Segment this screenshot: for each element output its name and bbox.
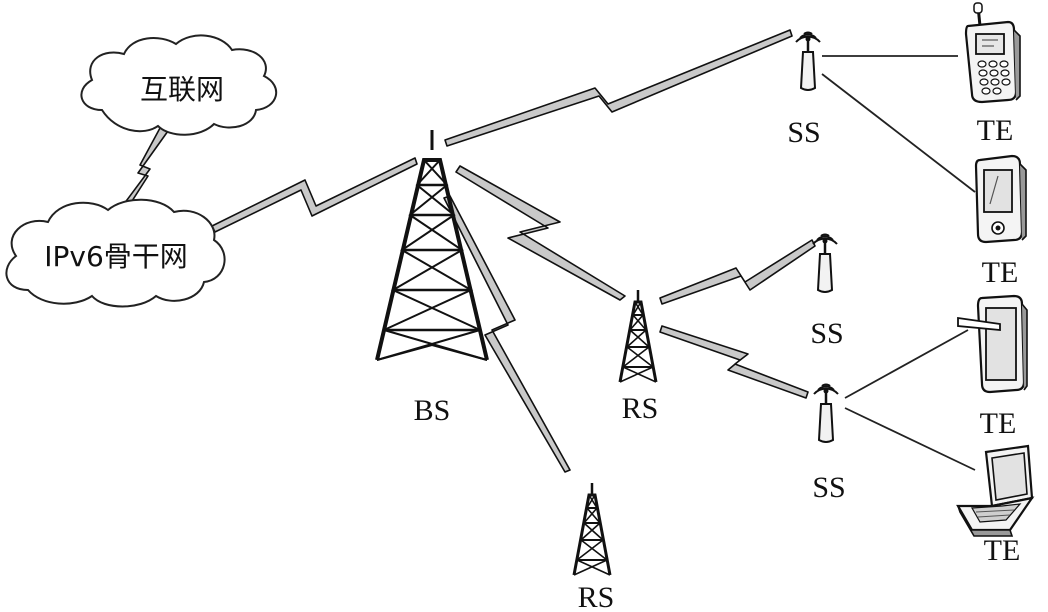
ipv6-backbone-label: IPv6骨干网 xyxy=(44,240,188,273)
wireless-link-rs-ss-mid xyxy=(659,239,816,305)
rs-mid-label: RS xyxy=(622,392,659,425)
link-ss-top-pda xyxy=(821,73,976,193)
tablet-icon xyxy=(957,294,1028,394)
wireless-link-bs-rs-mid xyxy=(455,165,626,301)
te-pda-label: TE xyxy=(982,256,1019,289)
wireless-link-backbone-bs xyxy=(211,157,418,233)
ss-top-label: SS xyxy=(787,116,820,149)
ss-low-antenna-icon xyxy=(812,383,840,444)
te-laptop-label: TE xyxy=(984,534,1021,567)
te-tablet-label: TE xyxy=(980,407,1017,440)
mobile-phone-icon xyxy=(964,2,1021,104)
link-ss-low-laptop xyxy=(844,407,976,471)
bs-label: BS xyxy=(414,394,451,427)
rs-mid-tower-icon xyxy=(618,288,658,384)
wireless-link-bs-ss-top xyxy=(444,29,793,147)
laptop-icon xyxy=(956,444,1035,537)
ss-mid-antenna-icon xyxy=(811,233,839,294)
wireless-link-bs-rs-bottom xyxy=(443,195,571,473)
te-phone-label: TE xyxy=(977,114,1014,147)
link-ss-low-tablet xyxy=(844,329,969,399)
ss-mid-label: SS xyxy=(810,317,843,350)
ss-top-antenna-icon xyxy=(794,31,822,92)
rs-bottom-tower-icon xyxy=(572,481,612,577)
rs-bottom-label: RS xyxy=(578,581,615,612)
internet-label: 互联网 xyxy=(140,73,224,106)
pda-icon xyxy=(974,154,1027,244)
internet-cloud: 互联网 xyxy=(80,34,278,136)
wireless-link-rs-ss-low xyxy=(659,325,809,399)
ipv6-backbone-cloud: IPv6骨干网 xyxy=(5,198,226,308)
ss-low-label: SS xyxy=(812,471,845,504)
